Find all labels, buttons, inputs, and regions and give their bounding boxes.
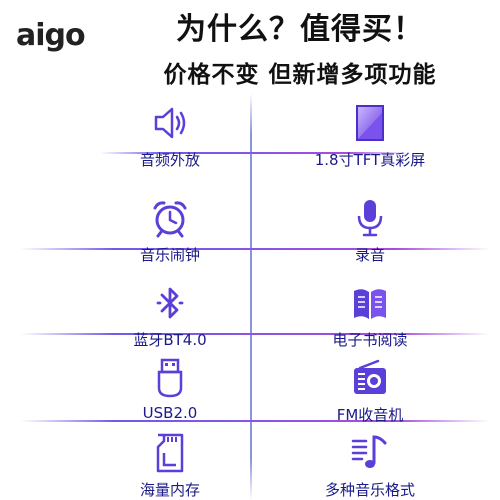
page-subtitle: 价格不变 但新增多项功能: [163, 62, 437, 88]
row-divider: [20, 248, 490, 250]
sd-card-icon: [150, 433, 190, 473]
feature-screen: 1.8寸TFT真彩屏: [250, 93, 490, 173]
feature-grid: 音频外放 1.8寸TFT真彩屏 音乐闹钟 录音 蓝牙BT4.0 电子书阅读: [0, 93, 500, 500]
feature-alarm: 音乐闹钟: [50, 188, 290, 268]
speaker-icon: [150, 103, 190, 143]
book-icon: [350, 283, 390, 323]
feature-label: USB2.0: [142, 404, 198, 422]
music-note-icon: [350, 433, 390, 473]
vertical-divider: [250, 93, 252, 500]
feature-ebook: 电子书阅读: [250, 273, 490, 353]
feature-label: 音频外放: [139, 151, 200, 169]
feature-label: 录音: [354, 246, 385, 264]
brand-logo: aigo: [16, 18, 86, 53]
usb-icon: [150, 358, 190, 398]
feature-bluetooth: 蓝牙BT4.0: [50, 273, 290, 353]
radio-icon: [350, 358, 390, 398]
row-divider: [100, 152, 410, 154]
row-divider: [20, 333, 490, 335]
feature-label: FM收音机: [336, 406, 404, 424]
feature-label: 多种音乐格式: [324, 481, 415, 499]
feature-fm: FM收音机: [250, 348, 490, 428]
feature-label: 蓝牙BT4.0: [133, 331, 207, 349]
bluetooth-icon: [150, 283, 190, 323]
feature-label: 1.8寸TFT真彩屏: [314, 151, 426, 169]
feature-record: 录音: [250, 188, 490, 268]
feature-label: 音乐闹钟: [139, 246, 200, 264]
feature-speaker: 音频外放: [50, 93, 290, 173]
microphone-icon: [350, 198, 390, 238]
feature-label: 电子书阅读: [332, 331, 408, 349]
alarm-clock-icon: [150, 198, 190, 238]
feature-usb: USB2.0: [50, 348, 290, 428]
screen-icon: [350, 103, 390, 143]
feature-memory: 海量内存: [50, 423, 290, 500]
feature-formats: 多种音乐格式: [250, 423, 490, 500]
row-divider: [20, 420, 490, 422]
feature-label: 海量内存: [139, 481, 200, 499]
page-title: 为什么？值得买！: [176, 12, 424, 47]
